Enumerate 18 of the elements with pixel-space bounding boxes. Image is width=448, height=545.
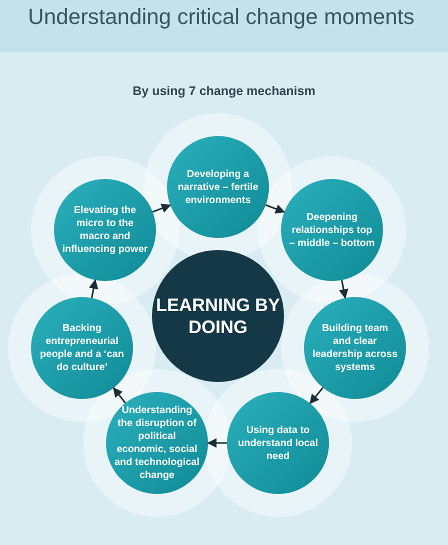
circle-label: Elevating the micro to the macro and influencing power [62,204,148,256]
subtitle: By using 7 change mechanism [132,84,316,98]
arrow [310,387,324,404]
arrow [265,204,286,214]
center-circle [152,250,284,382]
arrow [207,438,227,448]
circle-label: Using data to understand local need [236,424,319,462]
circle-label: Backing entrepreneurial people and a ‘can do culture’ [39,322,125,374]
arrow [338,280,348,299]
circle-label: Building team and clear leadership across systems [312,322,398,374]
arrow [88,279,98,298]
arrow [112,387,126,404]
circle-label: Deepening relationships top – middle – bottom [289,210,375,250]
arrow [152,204,172,213]
circle-label: Developing a narrative – fertile environments [176,168,260,206]
center-title: LEARNING BY DOING [154,294,281,338]
circle-label: Understanding the disruption of political economic, social and technological change [114,404,200,482]
title: Understanding critical change moments [28,4,414,30]
